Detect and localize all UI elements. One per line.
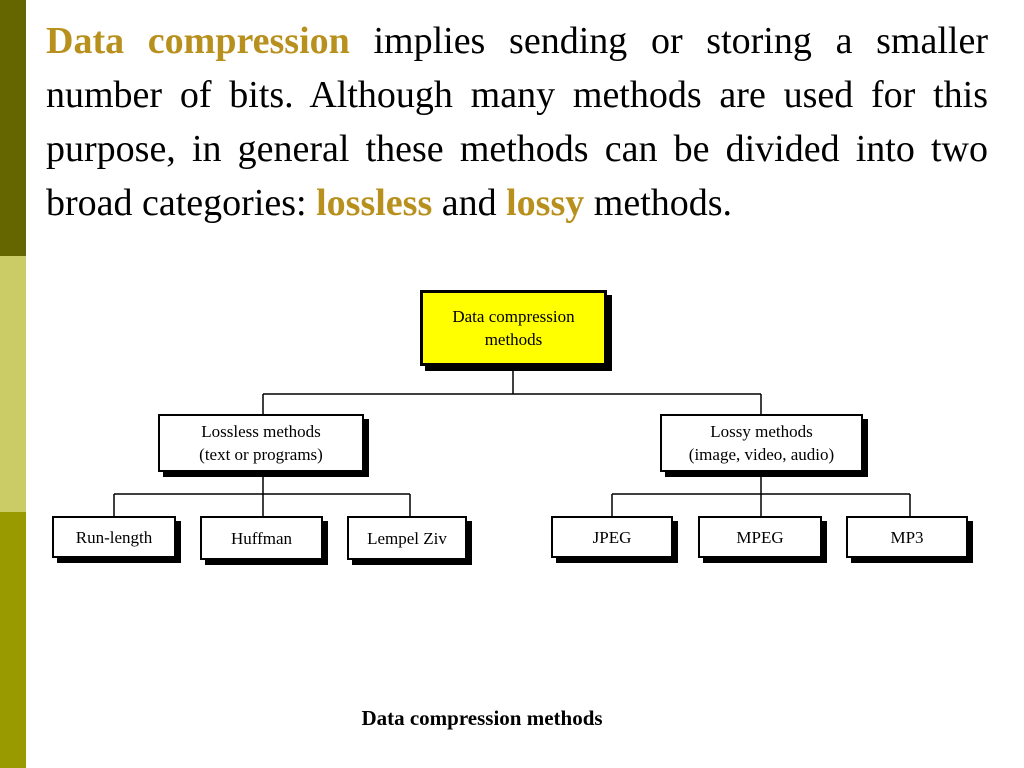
leaf-node-mp3: MP3 xyxy=(846,516,968,558)
root-node: Data compression methods xyxy=(420,290,607,366)
leaf-node-label: Huffman xyxy=(230,528,293,548)
intro-paragraph: Data compression implies sending or stor… xyxy=(46,14,988,230)
lossy-node-line2: (image, video, audio) xyxy=(688,445,835,464)
term-data-compression: Data compression xyxy=(46,20,350,62)
leaf-node-lempel-ziv: Lempel Ziv xyxy=(347,516,467,560)
leaf-node-label: JPEG xyxy=(592,527,632,547)
root-node-line1: Data compression xyxy=(452,307,575,326)
lossless-node-line2: (text or programs) xyxy=(199,445,323,464)
leaf-node-run-length: Run-length xyxy=(52,516,176,558)
sidebar-stripe-middle xyxy=(0,256,26,512)
figure-caption: Data compression methods xyxy=(361,706,603,730)
leaf-node-label: MPEG xyxy=(736,527,784,547)
leaf-node-label: Run-length xyxy=(75,527,153,547)
root-node-line2: methods xyxy=(484,330,543,349)
lossy-node: Lossy methods (image, video, audio) xyxy=(660,414,863,472)
lossless-node: Lossless methods (text or programs) xyxy=(158,414,364,472)
leaf-node-label: Lempel Ziv xyxy=(367,528,447,548)
intro-text-3: methods. xyxy=(584,182,733,224)
term-lossless: lossless xyxy=(316,182,433,224)
term-lossy: lossy xyxy=(506,182,585,224)
lossy-node-line1: Lossy methods xyxy=(710,422,813,441)
leaf-node-label: MP3 xyxy=(890,527,924,547)
leaf-node-jpeg: JPEG xyxy=(551,516,673,558)
leaf-node-huffman: Huffman xyxy=(200,516,323,560)
leaf-node-mpeg: MPEG xyxy=(698,516,822,558)
intro-text-1: implies sending or storing a smaller num… xyxy=(46,20,988,224)
sidebar-stripe-top xyxy=(0,0,26,256)
intro-text-2: and xyxy=(432,182,507,224)
lossless-node-line1: Lossless methods xyxy=(201,422,321,441)
sidebar-stripe-bottom xyxy=(0,512,26,768)
